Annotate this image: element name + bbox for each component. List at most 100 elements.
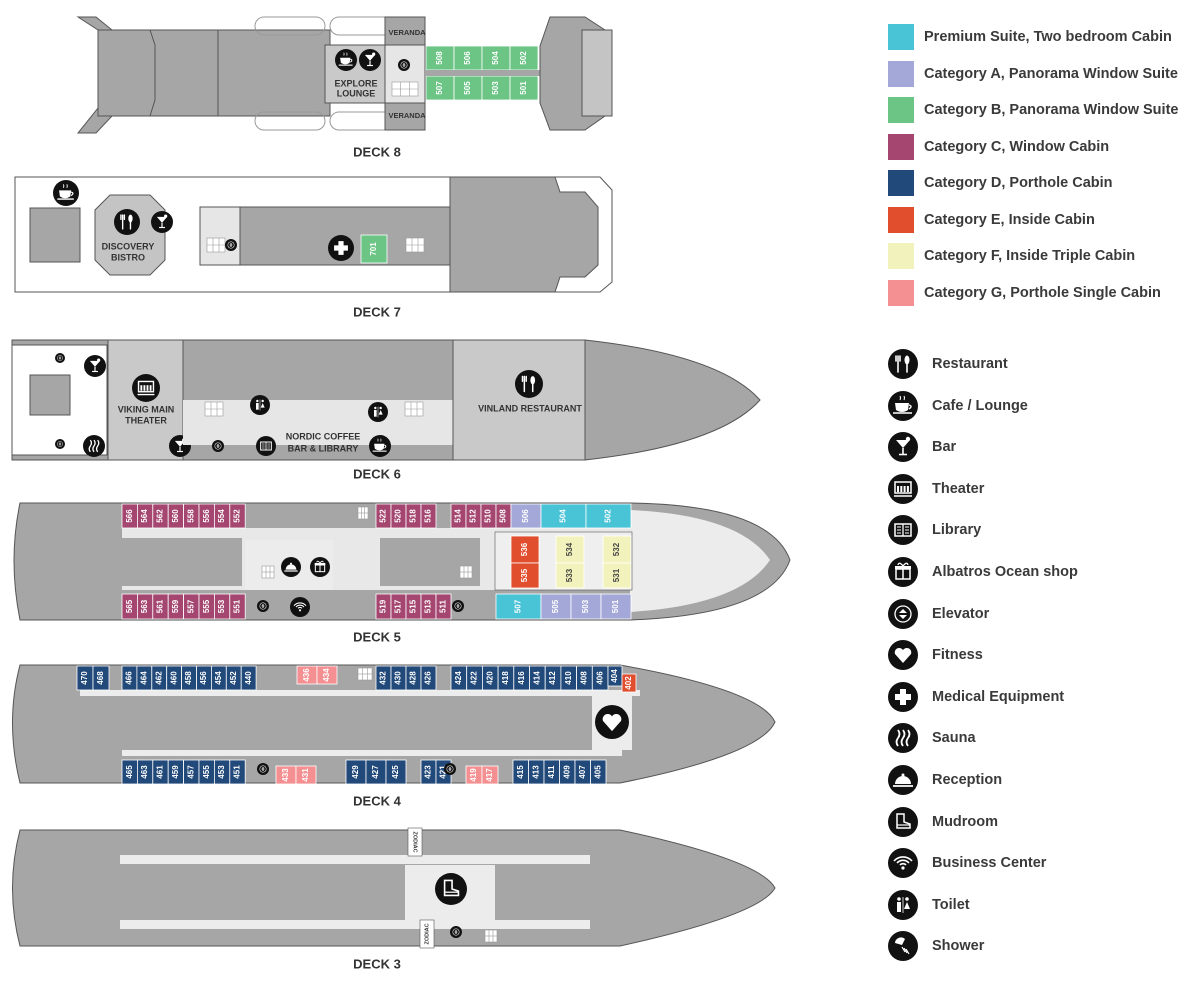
cabin-number: 507 [514, 599, 523, 613]
cabin: 432 [375, 665, 392, 691]
cabin-number: 531 [612, 568, 621, 582]
cabin: 455 [198, 759, 215, 785]
cabin-number: 510 [484, 509, 493, 523]
legend-shower: Shower [888, 931, 985, 962]
hot-tub [254, 111, 326, 131]
cabin: 457 [183, 759, 200, 785]
fitness-icon [595, 705, 629, 739]
cabin-block [425, 75, 455, 101]
cabin: 452 [225, 665, 242, 691]
cabin: 565 [121, 593, 138, 620]
cabin: 511 [435, 593, 452, 620]
cabin: 430 [390, 665, 407, 691]
cabin: 409 [559, 759, 576, 785]
cabin: 560 [167, 503, 184, 529]
cabin: 701 [360, 234, 388, 264]
sauna-icon [83, 435, 105, 457]
legend-theater: Theater [888, 473, 984, 504]
cabin-number: 504 [559, 509, 568, 523]
cafe-icon [335, 49, 357, 71]
cabin-number: 513 [424, 599, 433, 613]
cabin: 503 [481, 75, 511, 101]
cabin: 417 [481, 765, 499, 785]
cabin: 532 [602, 535, 632, 564]
cabin-block [570, 593, 602, 620]
cabin-block [435, 593, 452, 620]
cabin-number: 459 [171, 765, 180, 779]
cabin-number: 426 [424, 671, 433, 685]
stairs [204, 401, 224, 417]
legend-category-a: Category A, Panorama Window Suite [888, 60, 1178, 87]
cabin: 425 [385, 759, 407, 785]
cabin-number: 436 [302, 668, 311, 682]
cabin-number: 466 [125, 671, 134, 685]
cabin-block [602, 535, 632, 564]
cabin: 456 [196, 665, 212, 691]
cabin-number: 565 [125, 599, 134, 613]
legend-label: Restaurant [932, 356, 1008, 372]
legend-label: Category F, Inside Triple Cabin [924, 248, 1136, 264]
legend-label: Shower [932, 938, 985, 955]
cabin: 514 [450, 503, 467, 529]
cabin: 501 [600, 593, 632, 620]
cabin: 534 [555, 535, 585, 564]
cabin-number: 425 [391, 765, 400, 779]
elevator-icon [55, 439, 65, 449]
explore-lounge-label: EXPLORE [334, 78, 377, 88]
swatch-cat-d [888, 170, 914, 196]
elevator-icon [257, 763, 269, 775]
cabin-number: 503 [491, 81, 500, 95]
cabin: 436 [296, 665, 318, 685]
stairs [357, 667, 373, 681]
cabin-number: 506 [463, 51, 472, 65]
cabin: 420 [481, 665, 499, 691]
cabin-number: 520 [394, 509, 403, 523]
cabin-number: 519 [379, 599, 388, 613]
business-center-icon [290, 597, 310, 617]
swatch-cat-a [888, 60, 914, 87]
restaurant-icon [888, 349, 918, 379]
cabin: 404 [607, 665, 623, 687]
cabin: 536 [510, 535, 540, 564]
deck-8-sun-area [217, 29, 331, 117]
stairs [391, 81, 419, 97]
hot-tub [254, 16, 326, 36]
legend-label: Category E, Inside Cabin [924, 211, 1095, 228]
elevator-icon [257, 600, 269, 612]
cabin-number: 432 [379, 671, 388, 685]
swatch-cat-f [888, 243, 914, 269]
cabin-number: 532 [612, 542, 621, 556]
cabin-number: 416 [517, 671, 526, 685]
cabin-number: 440 [244, 671, 253, 685]
legend-mudroom: Mudroom [888, 806, 998, 837]
elevator-icon [212, 440, 224, 452]
cabin-block [555, 562, 585, 589]
cabin-number: 461 [156, 765, 165, 779]
cabin: 431 [295, 765, 317, 785]
legend-label: Category B, Panorama Window Suite [924, 102, 1179, 118]
cabin-number: 409 [562, 765, 571, 779]
cabin-number: 458 [184, 671, 193, 685]
cabin-category-legend: Premium Suite, Two bedroom Cabin Categor… [888, 24, 1198, 324]
cabin: 518 [405, 503, 422, 529]
cabin-number: 511 [439, 599, 448, 612]
cabin: 434 [316, 665, 338, 685]
cabin-number: 508 [435, 51, 444, 65]
legend-category-g: Category G, Porthole Single Cabin [888, 279, 1161, 306]
cabin-number: 501 [611, 599, 620, 613]
sauna-icon [888, 723, 918, 754]
mudroom-icon [435, 873, 467, 905]
theater-icon [888, 473, 918, 504]
cabin-block [229, 503, 246, 529]
deck-7-title: DECK 7 [353, 304, 401, 319]
legend-label: Toilet [932, 896, 970, 913]
cabin-number: 415 [516, 765, 525, 779]
shop-icon [888, 557, 918, 587]
cabin-block [540, 593, 572, 620]
toilet-icon [368, 402, 388, 422]
cabin-number: 463 [140, 765, 149, 779]
cabin: 464 [136, 665, 153, 691]
